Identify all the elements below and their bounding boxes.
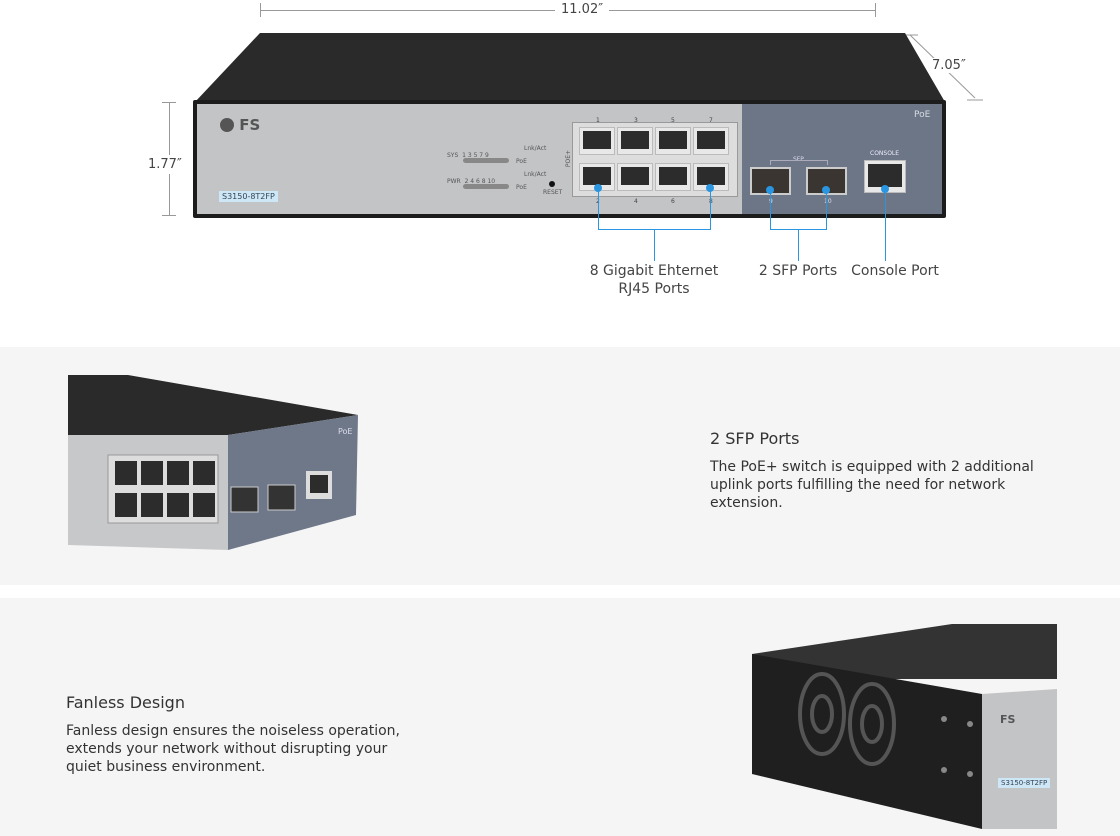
switch-rear-image [752,624,1057,829]
model-label: S3150-8T2FP [998,778,1051,788]
reset-button [549,181,555,187]
width-label: 11.02″ [555,2,610,17]
model-label: S3150-8T2FP [219,191,278,202]
led-sys: SYS 1 3 5 7 9 [447,152,489,159]
sfp-feature-section: PoE 2 SFP Ports The PoE+ switch is equip… [0,347,1120,585]
port-number: 4 [634,198,638,205]
poe-badge: PoE [338,427,353,436]
port-number: 6 [671,198,675,205]
sfp-number: 10 [824,198,832,205]
led-poe-1: PoE [516,158,527,165]
rj45-port-7 [693,127,729,155]
fs-logo: FS [1000,713,1016,726]
fanless-feature-description: Fanless design ensures the noiseless ope… [66,723,400,775]
rj45-port-1 [579,127,615,155]
fanless-feature-section: Fanless Design Fanless design ensures th… [0,598,1120,836]
height-label: 1.77″ [148,155,182,174]
port-number: 7 [709,117,713,124]
callout-rj45-ports: 8 Gigabit Ehternet RJ45 Ports [589,263,719,297]
sfp-feature-description: The PoE+ switch is equipped with 2 addit… [710,459,1034,511]
led-lnk-2: Lnk/Act [524,171,547,178]
console-label: CONSOLE [870,150,900,157]
port-number: 1 [596,117,600,124]
switch-angle-image [68,375,358,550]
rj45-port-3 [617,127,653,155]
port-number: 3 [634,117,638,124]
led-lnk-1: Lnk/Act [524,145,547,152]
port-number: 5 [671,117,675,124]
callout-sfp-ports: 2 SFP Ports [758,263,838,279]
rj45-port-6 [655,163,691,191]
led-pwr: PWR 2 4 6 8 10 [447,178,496,185]
port-number: 2 [596,198,600,205]
sfp-label: SFP [793,156,804,163]
callout-console-port: Console Port [851,263,939,279]
poe-badge: PoE [914,110,931,120]
sfp-feature-title: 2 SFP Ports [710,429,800,448]
depth-label: 7.05″ [930,58,968,73]
fs-logo: FS [220,116,260,134]
led-poe-2: PoE [516,184,527,191]
fanless-feature-title: Fanless Design [66,693,185,712]
rj45-port-4 [617,163,653,191]
poe-plus-label: POE+ [565,149,573,168]
rj45-port-5 [655,127,691,155]
reset-label: RESET [543,189,563,196]
